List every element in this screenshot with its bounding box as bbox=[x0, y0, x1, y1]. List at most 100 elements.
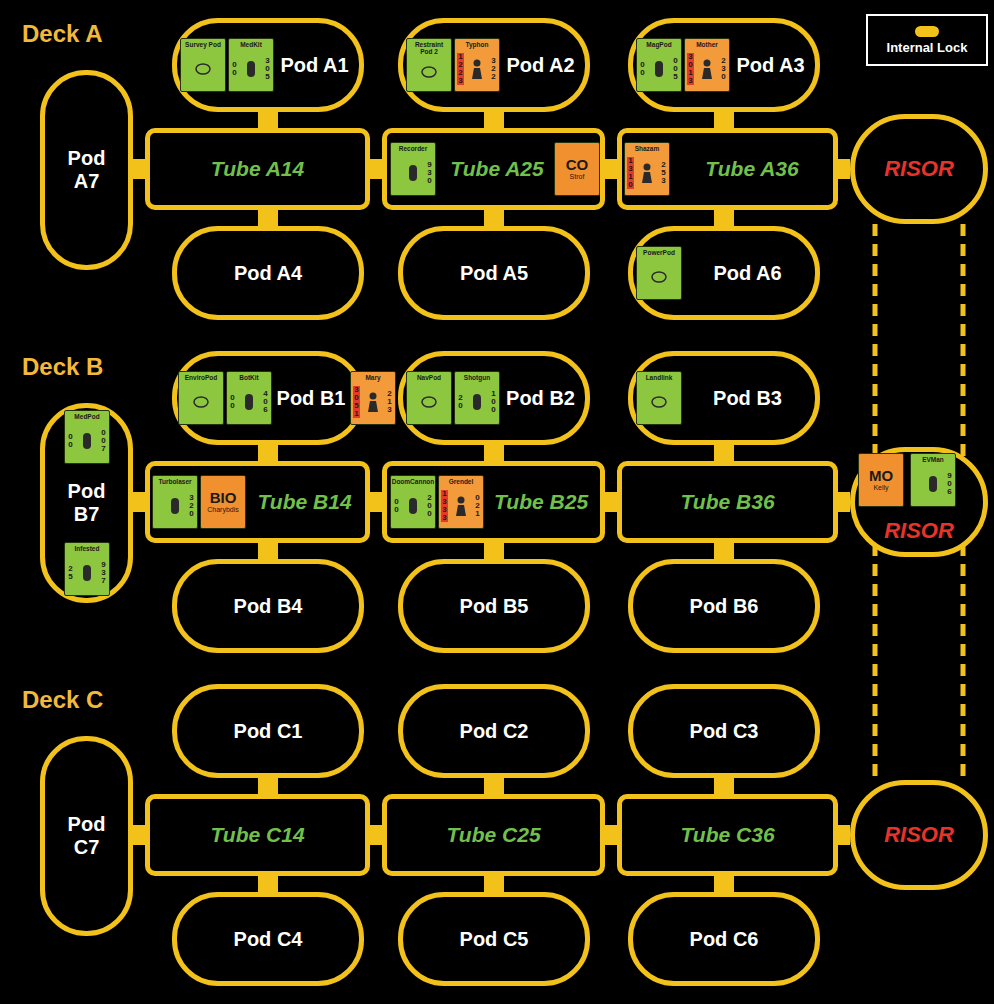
tube-label: Tube A14 bbox=[211, 157, 304, 181]
game-counter: EnviroPod bbox=[178, 371, 224, 425]
game-counter: Restraint Pod 2 bbox=[406, 38, 452, 92]
risor-label: RISOR bbox=[884, 822, 954, 848]
counter-stats: 0 04 0 6 bbox=[228, 381, 270, 422]
counter-icon bbox=[651, 266, 667, 288]
counter-stats bbox=[180, 381, 222, 422]
legend-text: Internal Lock bbox=[887, 40, 968, 55]
counter-icon bbox=[167, 495, 183, 517]
internal-lock bbox=[370, 159, 382, 179]
internal-lock bbox=[714, 112, 734, 128]
tube-corridor: Tube C36 bbox=[617, 794, 838, 876]
counter-icon bbox=[699, 58, 715, 80]
counter-icon bbox=[639, 162, 655, 184]
internal-lock bbox=[484, 543, 504, 559]
counter-name: MedKit bbox=[240, 41, 262, 48]
stat-column: 0 0 bbox=[639, 61, 646, 77]
counter-name: Restraint Pod 2 bbox=[408, 41, 450, 55]
counter-name: Shazam bbox=[635, 145, 660, 152]
tube-label: Tube B36 bbox=[680, 490, 774, 514]
game-counter: Typhon1 2 2 33 2 2 bbox=[454, 38, 500, 92]
legend-box: Internal Lock bbox=[866, 14, 988, 66]
stat-column: 0 0 7 bbox=[100, 429, 107, 453]
deck-label: Deck A bbox=[22, 20, 102, 48]
internal-lock bbox=[838, 492, 850, 512]
counter-stats: 3 2 0 bbox=[154, 485, 196, 526]
pod-label: Pod B2 bbox=[506, 387, 575, 410]
stat-column: 1 0 0 bbox=[490, 390, 497, 414]
pod-label: Pod B3 bbox=[713, 387, 782, 410]
internal-lock bbox=[258, 445, 278, 461]
counter-icon bbox=[243, 58, 259, 80]
counter-icon bbox=[469, 58, 485, 80]
counter-name: EVMan bbox=[922, 456, 944, 463]
tube-corridor: Tube B14Turbolaser3 2 0BIOCharybdis bbox=[145, 461, 370, 543]
pod-label: Pod B7 bbox=[61, 480, 113, 526]
counter-stats: 0 0 0 0 5 bbox=[638, 48, 680, 89]
stat-column: 2 1 3 bbox=[386, 390, 393, 414]
tube-label: Tube A36 bbox=[705, 157, 798, 181]
counter-stats bbox=[182, 48, 224, 89]
tube-corridor: Tube B36 bbox=[617, 461, 838, 543]
internal-lock bbox=[133, 159, 145, 179]
internal-lock bbox=[714, 876, 734, 892]
game-counter: COStrof bbox=[554, 142, 600, 196]
counter-icon bbox=[651, 58, 667, 80]
counter-name: BotKit bbox=[239, 374, 259, 381]
internal-lock bbox=[258, 543, 278, 559]
stat-column: 0 0 5 bbox=[672, 57, 679, 81]
counter-icon bbox=[469, 391, 485, 413]
stat-column: 1 2 2 3 bbox=[457, 53, 464, 85]
stat-column: 9 3 0 bbox=[426, 161, 433, 185]
counter-icon bbox=[405, 495, 421, 517]
crew-role: CO bbox=[566, 157, 589, 174]
stat-column: 2 3 0 bbox=[720, 57, 727, 81]
counter-name: PowerPod bbox=[643, 249, 675, 256]
legend-row: Internal Lock bbox=[887, 26, 968, 55]
game-counter: Landlink bbox=[636, 371, 682, 425]
internal-lock bbox=[714, 445, 734, 461]
crew-name: Strof bbox=[570, 173, 585, 181]
stat-column: 2 5 3 bbox=[660, 161, 667, 185]
counter-stats: 2 01 0 0 bbox=[456, 381, 498, 422]
tube-label: Tube C25 bbox=[446, 823, 540, 847]
stat-column: 0 0 bbox=[231, 61, 238, 77]
counter-name: MedPod bbox=[74, 413, 99, 420]
game-counter: BotKit0 04 0 6 bbox=[226, 371, 272, 425]
risor-lift: RISOR bbox=[850, 114, 988, 224]
pod-label: Pod C6 bbox=[690, 928, 759, 951]
risor-lift: RISOR bbox=[850, 780, 988, 890]
counter-name: Mother bbox=[696, 41, 718, 48]
counter-name: Infested bbox=[75, 545, 100, 552]
counter-stats: 3 0 5 12 1 3 bbox=[352, 381, 394, 422]
pod-room: Pod C7 bbox=[40, 736, 133, 936]
stat-column: 2 0 0 bbox=[426, 494, 433, 518]
game-counter: Shazam1 3 1 02 5 3 bbox=[624, 142, 670, 196]
deck-label: Deck B bbox=[22, 353, 103, 381]
counter-name: Landlink bbox=[646, 374, 673, 381]
counter-icon bbox=[453, 495, 469, 517]
stat-column: 3 2 0 bbox=[188, 494, 195, 518]
stat-column: 0 0 bbox=[393, 498, 400, 514]
counter-stats: 0 0 0 0 7 bbox=[66, 420, 108, 461]
tube-corridor: Tube A36 Shazam1 3 1 02 5 3 bbox=[617, 128, 838, 210]
pod-label: Pod C2 bbox=[460, 720, 529, 743]
pod-label: Pod C1 bbox=[234, 720, 303, 743]
pod-room: Pod B4 bbox=[172, 559, 364, 653]
game-counter: MedPod 0 0 0 0 7 bbox=[64, 410, 110, 464]
pod-label: Pod B1 bbox=[277, 387, 346, 410]
counter-stats bbox=[408, 55, 450, 89]
pod-label: Pod C7 bbox=[61, 813, 113, 859]
game-counter: DoomCannon 0 0 2 0 0 bbox=[390, 475, 436, 529]
counter-stats bbox=[638, 256, 680, 297]
tube-corridor: Tube C14 bbox=[145, 794, 370, 876]
counter-name: DoomCannon bbox=[392, 478, 435, 485]
counter-icon bbox=[241, 391, 257, 413]
pod-room: Pod B5 bbox=[398, 559, 590, 653]
game-counter: Turbolaser3 2 0 bbox=[152, 475, 198, 529]
pod-room: Pod C3 bbox=[628, 684, 820, 778]
internal-lock bbox=[714, 210, 734, 226]
pod-room: Pod B7MedPod0 00 0 7Infested2 59 3 7 bbox=[40, 403, 133, 603]
internal-lock bbox=[605, 159, 617, 179]
counter-icon bbox=[405, 162, 421, 184]
stat-column: 0 0 bbox=[67, 433, 74, 449]
